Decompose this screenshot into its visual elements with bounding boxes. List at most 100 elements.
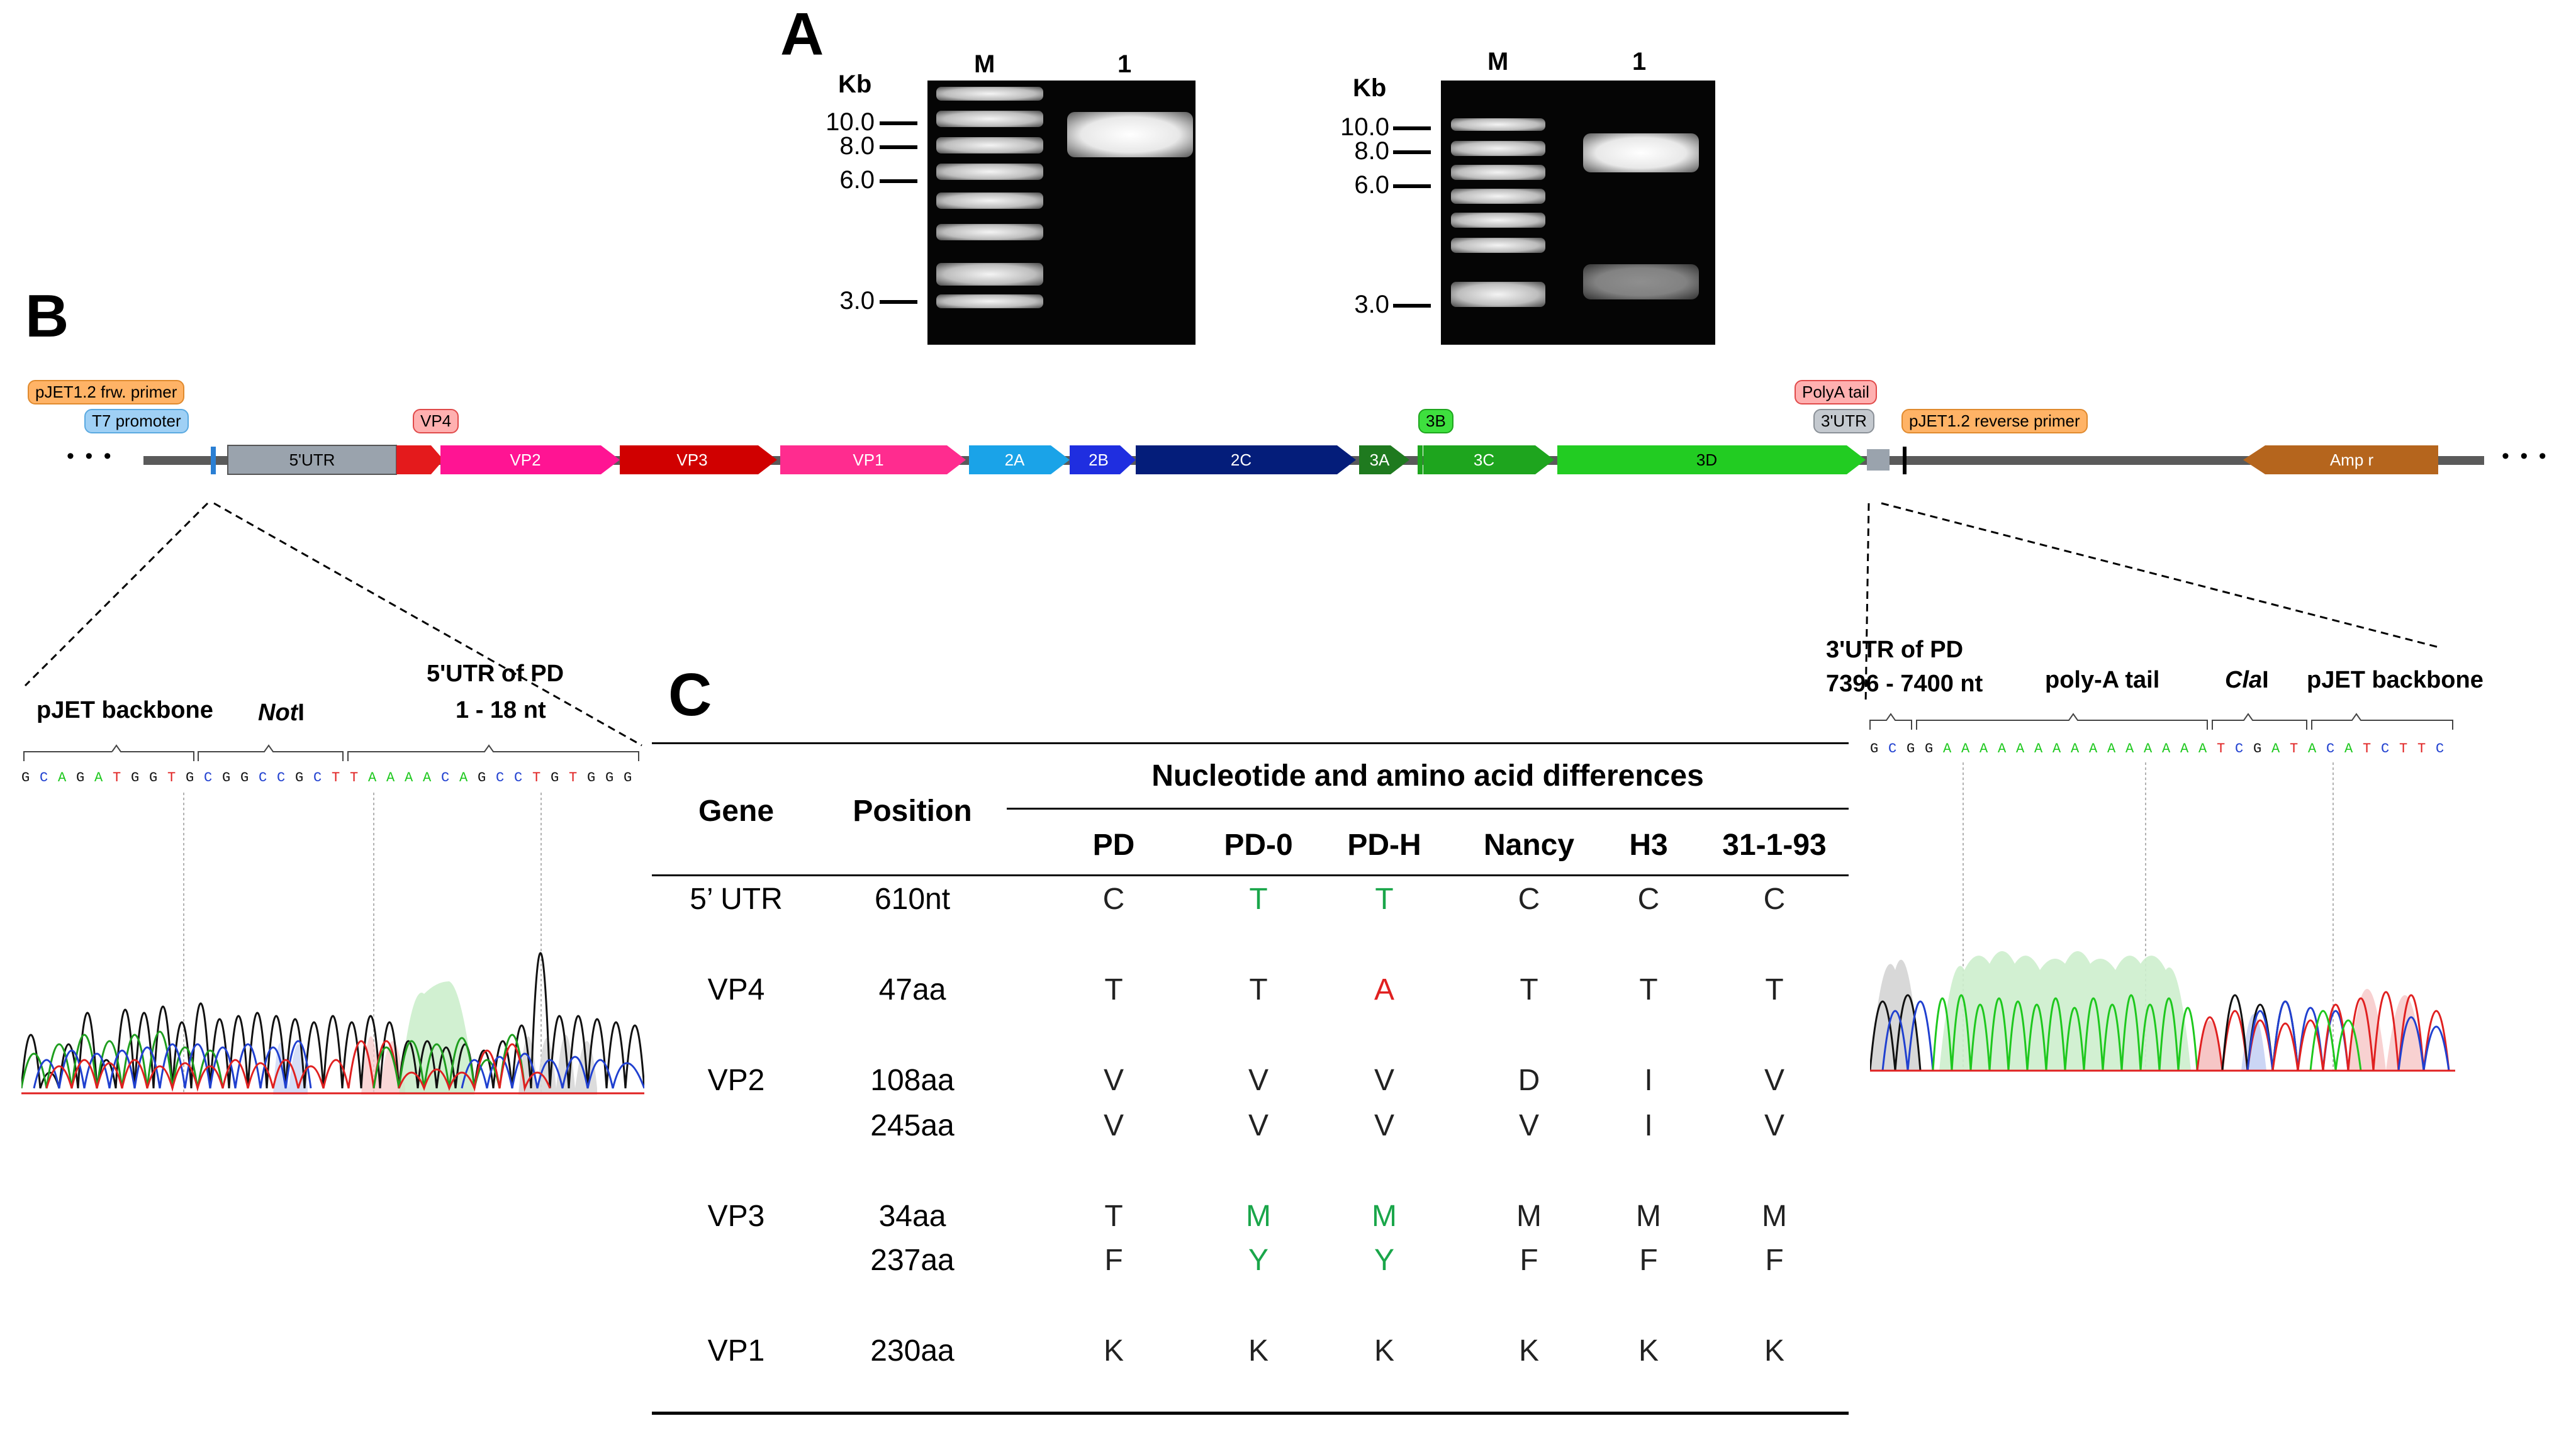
sequence-base: G	[76, 770, 85, 786]
gel-right-lane-m: M	[1487, 48, 1509, 75]
table-top-rule	[652, 742, 1849, 744]
utr3-box	[1867, 449, 1890, 471]
ampr-arrow	[2243, 445, 2438, 474]
cell-residue: C	[1763, 883, 1786, 916]
b2-label: 2B	[1089, 450, 1109, 469]
sequence-base: A	[2016, 741, 2025, 757]
polya-tag: PolyA tail	[1795, 380, 1877, 404]
c3-arrow	[1423, 445, 1554, 474]
clai-italic: Cla	[2225, 667, 2263, 693]
cell-residue: C	[1518, 883, 1540, 916]
sequence-base: G	[131, 770, 140, 786]
sequence-base: T	[167, 770, 176, 786]
cell-residue: T	[1104, 1200, 1123, 1233]
ellipsis-left: • • •	[67, 444, 114, 468]
gel-left-lane-1: 1	[1117, 50, 1132, 78]
sequence-base: A	[2089, 741, 2098, 757]
sequence-base: C	[496, 770, 505, 786]
sequence-base: C	[204, 770, 213, 786]
cell-residue: K	[1764, 1334, 1784, 1368]
b3-box	[1418, 445, 1423, 474]
vp4-arrow	[396, 445, 444, 474]
sequence-base: C	[2326, 741, 2335, 757]
gel-right-ladder-8: 8.0	[1354, 137, 1389, 165]
sequence-base: C	[514, 770, 523, 786]
sequence-base: G	[240, 770, 249, 786]
cell-residue: I	[1644, 1064, 1653, 1097]
cell-residue: T	[1520, 973, 1538, 1006]
sequence-base: A	[2144, 741, 2153, 757]
c3-label: 3C	[1473, 450, 1495, 469]
ladder-tick	[880, 121, 917, 125]
cell-residue: V	[1764, 1064, 1784, 1097]
sequence-base: A	[2271, 741, 2280, 757]
cell-position: 237aa	[870, 1244, 955, 1277]
sequence-base: A	[2344, 741, 2353, 757]
cell-residue: M	[1762, 1200, 1787, 1233]
cell-residue: T	[1104, 973, 1123, 1006]
sample-band	[1067, 112, 1193, 157]
sequence-base: T	[2399, 741, 2408, 757]
cell-residue: K	[1638, 1334, 1659, 1368]
ladder-band	[936, 294, 1043, 308]
sequence-base: G	[186, 770, 194, 786]
header-gene: Gene	[698, 795, 775, 828]
cell-residue: Y	[1248, 1244, 1268, 1277]
sequence-base: A	[1998, 741, 2007, 757]
frw-primer-tag: pJET1.2 frw. primer	[28, 380, 185, 404]
gel-left-ladder-3: 3.0	[839, 287, 875, 315]
sequence-base: T	[2363, 741, 2372, 757]
sequence-base: G	[478, 770, 486, 786]
ladder-band	[1451, 118, 1545, 131]
genome-map-svg	[143, 445, 2484, 475]
cell-residue: F	[1765, 1244, 1784, 1277]
panel-b-letter: B	[25, 282, 69, 350]
cell-residue: F	[1520, 1244, 1538, 1277]
right-utr3-label-2: 7396 - 7400 nt	[1826, 671, 1983, 697]
ellipsis-right: • • •	[2502, 444, 2549, 468]
cell-residue: V	[1248, 1109, 1268, 1142]
cell-residue: V	[1248, 1064, 1268, 1097]
table-header-rule	[652, 874, 1849, 876]
right-brackets	[1869, 713, 2453, 730]
gel-right-kb-label: Kb	[1353, 74, 1387, 102]
cell-position: 245aa	[870, 1109, 955, 1142]
vp4-tag: VP4	[413, 409, 459, 433]
vp2-label: VP2	[510, 450, 541, 469]
vp3-label: VP3	[676, 450, 708, 469]
d3-arrow	[1557, 445, 1866, 474]
cell-residue: V	[1374, 1109, 1394, 1142]
strain-header: PD-0	[1224, 828, 1293, 862]
sequence-base: G	[295, 770, 304, 786]
cell-gene: 5’ UTR	[690, 883, 783, 916]
a2-arrow	[969, 445, 1070, 474]
ladder-band	[936, 192, 1043, 209]
ladder-tick	[880, 145, 917, 149]
cell-residue: C	[1637, 883, 1660, 916]
ladder-band	[1451, 238, 1545, 253]
cell-residue: K	[1103, 1334, 1124, 1368]
sequence-base: A	[94, 770, 103, 786]
left-noti-label: NotI	[258, 700, 305, 727]
sequence-base: A	[2107, 741, 2116, 757]
gel-left-kb-label: Kb	[838, 70, 872, 98]
utr5-label: 5'UTR	[289, 450, 335, 469]
utr5-box	[227, 445, 397, 475]
header-group: Nucleotide and amino acid differences	[1151, 759, 1704, 793]
sequence-base: T	[113, 770, 121, 786]
sequence-base: A	[405, 770, 413, 786]
header-position: Position	[853, 795, 972, 828]
vp1-arrow	[780, 445, 966, 474]
sequence-base: G	[222, 770, 231, 786]
sample-band-lower	[1583, 264, 1699, 299]
gel-right-ladder-3: 3.0	[1354, 291, 1389, 318]
sequence-base: G	[1925, 741, 1934, 757]
sequence-base: G	[605, 770, 614, 786]
sequence-base: A	[1943, 741, 1952, 757]
right-utr3-label-1: 3'UTR of PD	[1826, 637, 1964, 663]
left-utr5-label-1: 5'UTR of PD	[427, 661, 564, 687]
sequence-base: A	[58, 770, 67, 786]
cell-residue: M	[1372, 1200, 1397, 1233]
cell-residue: T	[1249, 973, 1268, 1006]
